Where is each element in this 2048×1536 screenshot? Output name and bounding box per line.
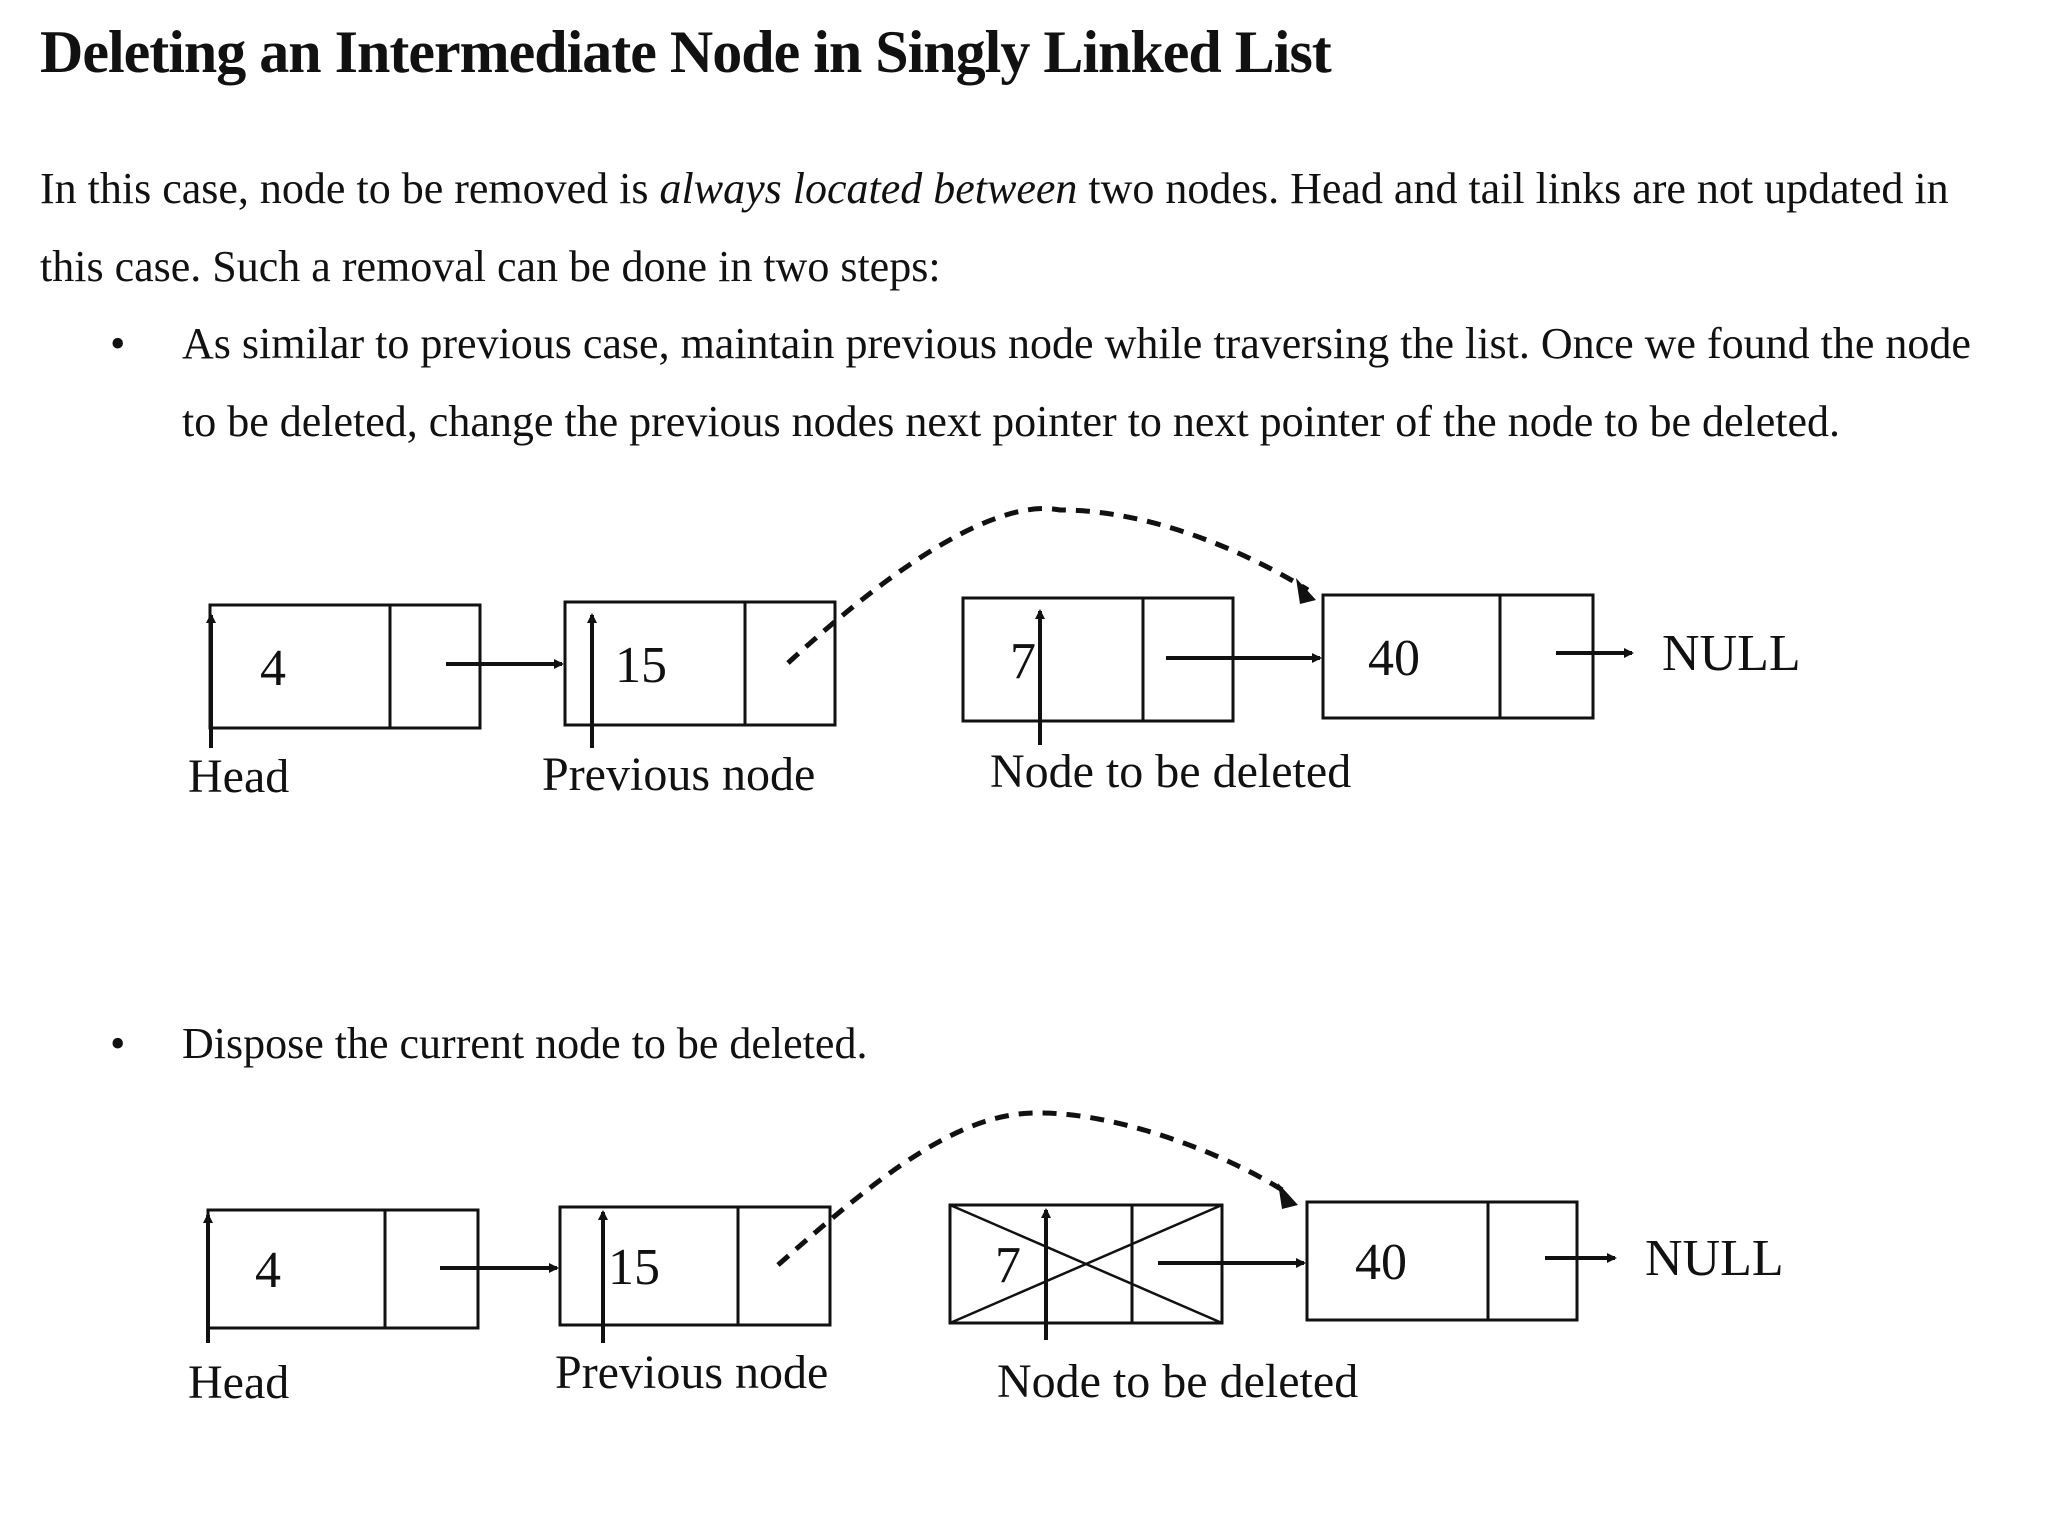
previous-node-label: Previous node (542, 748, 815, 801)
node-box (558, 1205, 832, 1327)
node-to-delete-label: Node to be deleted (990, 745, 1351, 798)
dashed-arrowhead (1296, 578, 1316, 604)
node-value: 7 (995, 1237, 1021, 1294)
node-15: 15 (558, 1205, 832, 1327)
cross-out-line (949, 1203, 1223, 1325)
node-to-delete-label: Node to be deleted (997, 1355, 1358, 1408)
linked-list-diagram-dispose: 4 15 7 40 NULL Head Previous node Node t… (188, 1110, 1784, 1409)
node-value: 15 (615, 637, 667, 694)
intro-text-end: two nodes. Head and tail links are not u… (40, 164, 1949, 291)
null-label: NULL (1662, 625, 1801, 682)
step-2-text: Dispose the current node to be deleted. (182, 1019, 868, 1068)
node-40: 40 (1321, 593, 1595, 720)
node-box (206, 1208, 480, 1330)
head-label: Head (188, 1356, 289, 1409)
dashed-arrowhead (1278, 1183, 1298, 1209)
intro-emphasis: always located between (659, 164, 1078, 213)
node-value: 7 (1010, 633, 1036, 690)
node-value: 40 (1368, 630, 1420, 687)
node-value: 4 (260, 640, 286, 697)
previous-node-label: Previous node (555, 1346, 828, 1399)
node-box (563, 600, 837, 727)
intro-text-start: In this case, node to be removed is (40, 164, 660, 213)
node-box (1305, 1200, 1579, 1322)
node-4: 4 (206, 1208, 480, 1330)
node-box (208, 603, 482, 730)
linked-list-diagram-relink: 4 15 7 40 NULL Head Previous node Node t… (188, 506, 1801, 803)
head-label: Head (188, 750, 289, 803)
node-value: 15 (608, 1239, 660, 1296)
bullet-icon: • (110, 319, 126, 368)
bullet-icon: • (110, 1019, 126, 1068)
node-40: 40 (1305, 1200, 1579, 1322)
node-box (1321, 593, 1595, 720)
page-title: Deleting an Intermediate Node in Singly … (40, 19, 1332, 85)
node-4: 4 (208, 603, 482, 730)
node-value: 4 (255, 1242, 281, 1299)
dashed-relink-arrow (786, 506, 1310, 665)
null-label: NULL (1645, 1230, 1784, 1287)
step-1-text: As similar to previous case, maintain pr… (182, 319, 1971, 446)
node-value: 40 (1355, 1234, 1407, 1291)
intro-paragraph: In this case, node to be removed is alwa… (40, 150, 1990, 306)
node-15: 15 (563, 600, 837, 727)
